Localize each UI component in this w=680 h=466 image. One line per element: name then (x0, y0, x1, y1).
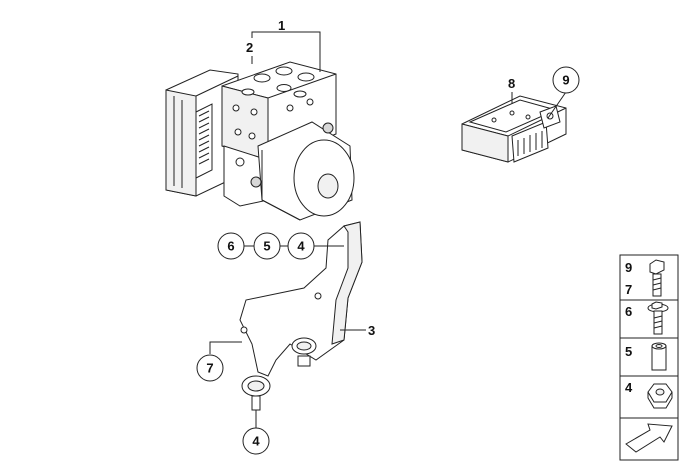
callout-9: 9 (562, 73, 569, 88)
legend-label-6: 6 (625, 304, 632, 319)
sensor-module (461, 95, 567, 163)
legend-label-7: 7 (625, 282, 632, 297)
callout-labels: 1 2 8 3 9 6 5 4 7 4 (196, 18, 580, 455)
leader-lines (209, 31, 567, 430)
callout-7: 7 (206, 361, 213, 376)
abs-hydraulic-unit (165, 61, 355, 221)
callout-2: 2 (246, 40, 253, 55)
sleeve-icon (651, 342, 667, 371)
callout-4: 4 (297, 239, 305, 254)
collar-bolt-icon (647, 301, 669, 335)
callout-6-circle (217, 232, 245, 260)
callout-4-bottom: 4 (252, 434, 260, 449)
callout-6: 6 (227, 239, 234, 254)
callout-4-bottom-circle (242, 427, 270, 455)
callout-4-circle (287, 232, 315, 260)
callout-1: 1 (278, 18, 285, 33)
callout-5: 5 (263, 239, 270, 254)
mounting-bracket (239, 221, 363, 411)
legend-label-9: 9 (625, 260, 632, 275)
fastener-legend: 9 7 6 5 4 (619, 254, 679, 461)
hex-bolt-icon (649, 259, 665, 297)
nut-icon (647, 383, 673, 409)
legend-label-5: 5 (625, 344, 632, 359)
direction-arrow-icon (625, 423, 673, 453)
legend-label-4: 4 (625, 380, 633, 395)
callout-3: 3 (368, 323, 375, 338)
callout-9-circle (552, 66, 580, 94)
callout-5-circle (253, 232, 281, 260)
callout-8: 8 (508, 76, 515, 91)
callout-7-circle (196, 354, 224, 382)
